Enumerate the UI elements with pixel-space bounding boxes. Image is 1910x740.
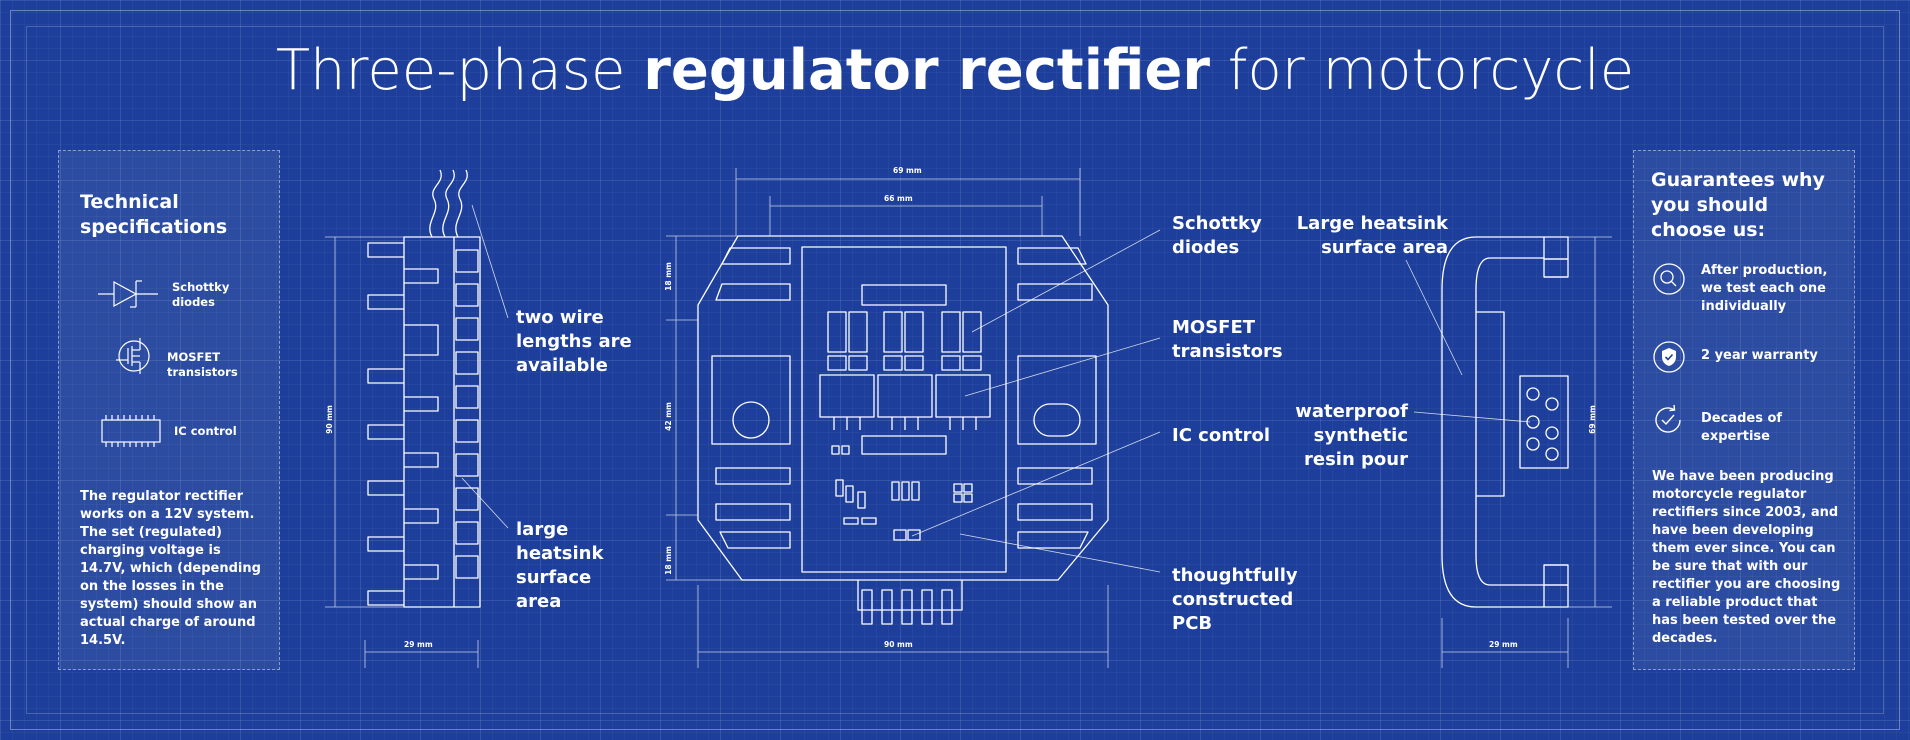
shield-check-icon bbox=[1653, 341, 1685, 373]
front-view-drawing bbox=[697, 235, 1109, 625]
outer-frame bbox=[10, 10, 1900, 730]
dim-front-bottom: 90 mm bbox=[884, 640, 913, 649]
title-bold: regulator rectifier bbox=[643, 38, 1210, 103]
right-side-view-drawing bbox=[1441, 236, 1569, 608]
diode-icon bbox=[98, 280, 158, 308]
dim-front-left-top: 18 mm bbox=[663, 262, 673, 291]
title-light-end: for motorcycle bbox=[1210, 38, 1635, 103]
technical-specifications-panel bbox=[58, 150, 280, 670]
magnifier-check-icon bbox=[1653, 263, 1685, 295]
dim-right-height: 69 mm bbox=[1587, 405, 1597, 434]
spec-mosfet-label: MOSFET transistors bbox=[167, 350, 238, 379]
side-view-drawing bbox=[367, 169, 481, 608]
dim-front-top-inner: 66 mm bbox=[884, 194, 913, 203]
dim-right-width: 29 mm bbox=[1489, 640, 1518, 649]
dim-front-left-bottom: 18 mm bbox=[663, 546, 673, 575]
dim-side-height: 90 mm bbox=[324, 405, 334, 434]
dimension-lines bbox=[325, 168, 1612, 668]
callout-mosfet: MOSFET transistors bbox=[1172, 317, 1283, 362]
callout-schottky: Schottky diodes bbox=[1172, 213, 1262, 258]
clock-check-icon bbox=[1655, 404, 1681, 433]
callout-leaders bbox=[461, 204, 1531, 573]
technical-specifications-text: The regulator rectifier works on a 12V s… bbox=[80, 489, 261, 648]
guarantee-testing-label: After production, we test each one indiv… bbox=[1701, 263, 1828, 314]
dim-front-left-mid: 42 mm bbox=[663, 402, 673, 431]
spec-ic-label: IC control bbox=[174, 424, 237, 438]
callout-heatsink-left: large heatsink surface area bbox=[516, 519, 604, 612]
chip-icon bbox=[101, 415, 161, 447]
callout-pcb: thoughtfully constructed PCB bbox=[1172, 565, 1298, 634]
callout-ic: IC control bbox=[1172, 425, 1271, 446]
technical-specifications-heading: Technical specifications bbox=[80, 191, 228, 238]
guarantee-expertise-label: Decades of expertise bbox=[1701, 411, 1783, 444]
guarantees-text: We have been producing motorcycle regula… bbox=[1652, 469, 1841, 646]
callout-resin: waterproof synthetic resin pour bbox=[1295, 401, 1408, 470]
guarantees-heading: Guarantees why you should choose us: bbox=[1651, 169, 1825, 241]
mosfet-icon bbox=[116, 338, 150, 374]
spec-schottky-label: Schottky diodes bbox=[172, 280, 230, 309]
callout-wire-lengths: two wire lengths are available bbox=[516, 307, 632, 376]
callout-heatsink-right: Large heatsink surface area bbox=[1296, 213, 1448, 258]
inner-frame bbox=[26, 26, 1884, 714]
dim-front-top-outer: 69 mm bbox=[893, 166, 922, 175]
page-title: Three-phase regulator rectifier for moto… bbox=[0, 38, 1910, 103]
guarantee-warranty-label: 2 year warranty bbox=[1701, 348, 1818, 363]
dim-side-width: 29 mm bbox=[404, 640, 433, 649]
title-light-start: Three-phase bbox=[275, 38, 644, 103]
